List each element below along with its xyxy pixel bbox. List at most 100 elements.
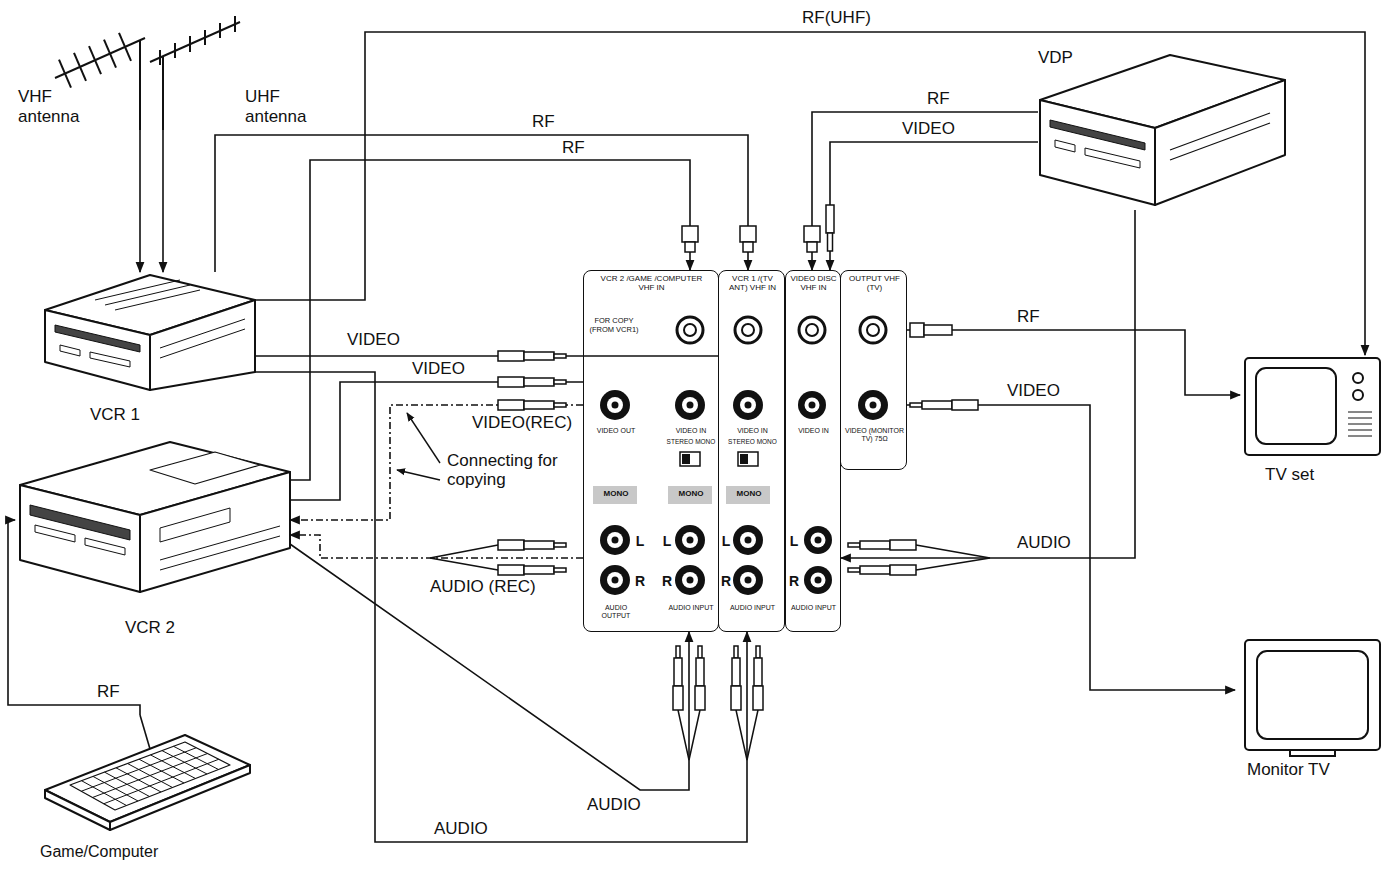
rect-shape — [1245, 358, 1380, 455]
rect-shape — [807, 242, 817, 252]
path-shape — [678, 710, 758, 760]
signal-label: RF — [95, 683, 122, 702]
circle-shape — [612, 537, 619, 544]
device-label: Game/Computer — [40, 843, 180, 861]
jack-label: VIDEO IN — [665, 427, 717, 435]
jack-label: STEREO MONO — [665, 438, 717, 445]
line-shape — [115, 290, 200, 310]
polygon-shape — [45, 310, 150, 390]
rect-shape — [753, 686, 763, 710]
circle-shape — [687, 537, 694, 544]
jack-label: L — [661, 533, 673, 549]
circle-shape — [682, 397, 698, 413]
rect-shape — [524, 541, 554, 549]
line-shape — [219, 23, 221, 38]
circle-shape — [675, 525, 705, 555]
path-shape — [407, 413, 440, 463]
cable-connector — [8, 520, 140, 715]
signal-label: AUDIO — [1015, 534, 1073, 553]
cable-connector — [255, 372, 747, 842]
cable-connector — [812, 112, 1038, 270]
g-shape — [680, 452, 758, 466]
g-shape — [910, 400, 978, 410]
device-box: VCR 1 — [40, 272, 255, 428]
rect-shape — [922, 401, 952, 409]
line-shape — [1348, 424, 1372, 425]
rect-shape — [674, 658, 682, 686]
g-shape — [695, 646, 705, 710]
vcr1-drawing — [45, 275, 255, 390]
rect-shape — [554, 354, 566, 358]
line-shape — [55, 38, 145, 78]
rect-shape — [1257, 651, 1368, 739]
rect-shape — [754, 658, 762, 686]
rect-shape — [738, 452, 758, 466]
path-shape — [397, 470, 440, 480]
rect-shape — [756, 646, 760, 658]
line-shape — [105, 772, 150, 796]
signal-label: VIDEO(REC) — [470, 414, 574, 433]
rect-shape — [554, 403, 566, 407]
circle-shape — [607, 572, 623, 588]
jack-label: R — [788, 573, 800, 589]
signal-label: AUDIO — [585, 796, 643, 815]
circle-shape — [687, 402, 694, 409]
jack-label: FOR COPY (FROM VCR1) — [588, 317, 640, 334]
line-shape — [139, 759, 184, 783]
circle-shape — [811, 533, 826, 548]
rect-shape — [952, 400, 978, 410]
polygon-shape — [140, 472, 290, 592]
circle-shape — [740, 397, 756, 413]
circle-shape — [745, 402, 752, 409]
cable-connector — [290, 160, 690, 480]
g-shape — [804, 226, 820, 252]
jack-label: VIDEO OUT — [590, 427, 642, 435]
rect-shape — [698, 646, 702, 658]
g-shape — [682, 454, 748, 464]
monitor-tv-drawing — [1245, 640, 1380, 756]
circle-shape — [815, 577, 822, 584]
jack-label: R — [661, 573, 673, 589]
circle-shape — [675, 390, 705, 420]
rect-shape — [732, 658, 740, 686]
jack-label: VIDEO IN — [788, 427, 839, 435]
line-shape — [1170, 123, 1270, 160]
polygon-shape — [1085, 148, 1140, 168]
line-shape — [162, 56, 164, 130]
g-shape — [600, 525, 832, 595]
cable-connector — [907, 405, 1235, 690]
rect-shape — [860, 566, 890, 574]
circle-shape — [733, 565, 763, 595]
g-shape — [677, 317, 886, 343]
jack-label: AUDIO OUTPUT — [592, 604, 640, 620]
rect-shape — [682, 454, 690, 464]
panel-column: VCR 2 /GAME /COMPUTER VHF INFOR COPY (FR… — [583, 270, 719, 632]
cable-connector — [162, 130, 164, 272]
line-shape — [1348, 430, 1372, 431]
rect-shape — [668, 486, 712, 504]
jack-label: L — [788, 533, 800, 549]
rect-shape — [524, 378, 554, 386]
rect-shape — [676, 646, 680, 658]
panel-column: OUTPUT VHF (TV)VIDEO (MONITOR TV) 75Ω — [840, 270, 907, 470]
rect-shape — [685, 242, 695, 252]
jack-label: VIDEO (MONITOR TV) 75Ω — [844, 427, 905, 443]
g-shape — [673, 646, 683, 710]
rect-shape — [848, 568, 860, 572]
polygon-shape — [150, 300, 255, 390]
panel-column: VCR 1 /(TV ANT) VHF INVIDEO INSTEREO MON… — [718, 270, 785, 632]
line-shape — [1348, 436, 1372, 437]
circle-shape — [735, 317, 761, 343]
signal-label: VIDEO — [1005, 382, 1062, 401]
rect-shape — [740, 454, 748, 464]
rect-shape — [826, 205, 834, 233]
circle-shape — [740, 532, 756, 548]
rect-shape — [731, 686, 741, 710]
circle-shape — [733, 390, 763, 420]
g-shape — [600, 390, 888, 420]
vcr2-drawing — [20, 442, 290, 592]
circle-shape — [815, 537, 822, 544]
rect-shape — [554, 380, 566, 384]
circle-shape — [675, 565, 705, 595]
